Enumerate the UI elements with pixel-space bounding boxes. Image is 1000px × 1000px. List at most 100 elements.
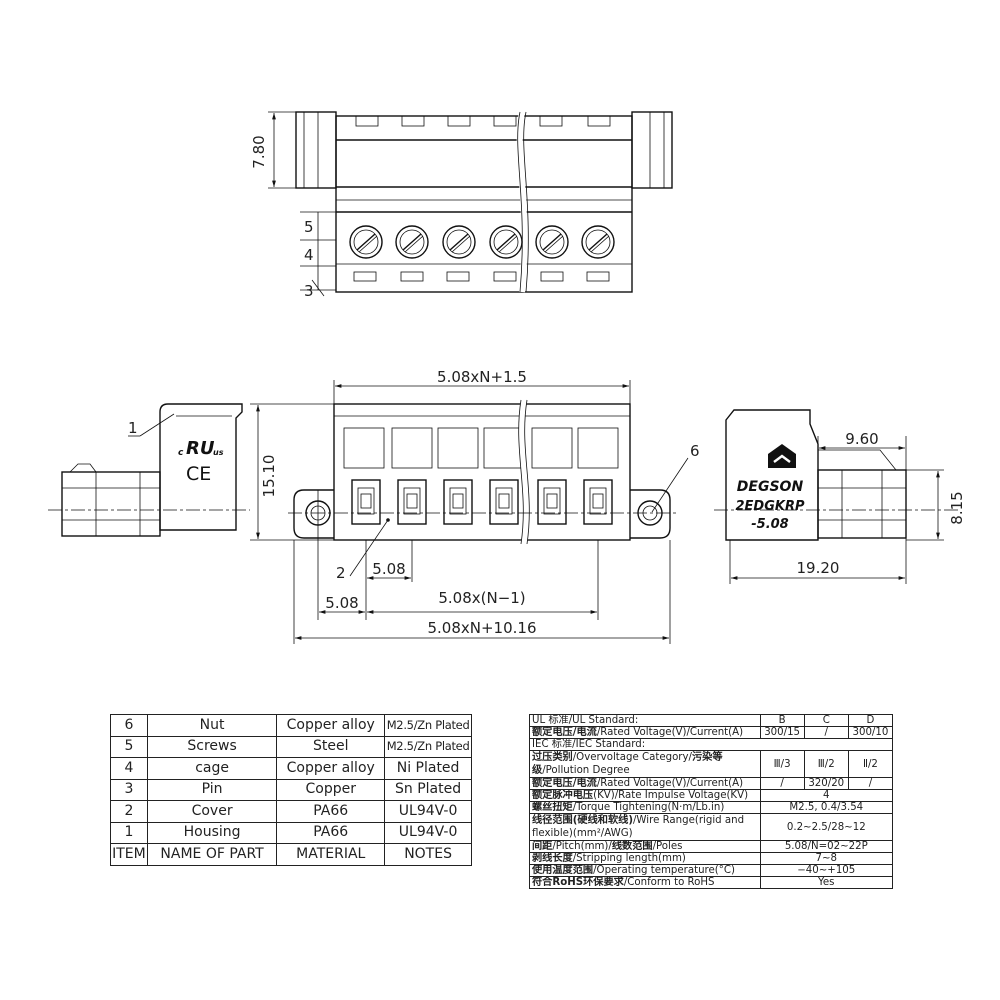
rohs-value: Yes (759, 876, 894, 889)
pitch-value: 5.08/N=02~22P (759, 840, 894, 853)
part-notes: Ni Plated (384, 757, 472, 780)
left-side-view: c RU us CE 1 (48, 403, 250, 537)
strip-label: 剥线长度/Stripping length(mm) (529, 852, 761, 865)
brand-model-line1: 2EDGKRP (736, 499, 805, 514)
dim-pitch-span: 5.08x(N−1) (438, 589, 525, 607)
strip-value: 7~8 (759, 852, 894, 865)
dim-top-height: 7.80 (250, 135, 268, 168)
cert-c-mark: c (178, 448, 184, 458)
header-notes: NOTES (384, 843, 472, 866)
callout-2: 2 (336, 564, 346, 582)
part-item: 2 (110, 800, 148, 823)
impulse-value: 4 (759, 789, 894, 802)
dim-pitch: 5.08 (372, 560, 405, 578)
iec-rated-b: / (759, 777, 805, 790)
top-view: 7.80 5 4 3 (250, 111, 673, 300)
ul-rated-label: 额定电压/电流/Rated Voltage(V)/Current(A) (529, 726, 761, 739)
torque-value: M2.5, 0.4/3.54 (759, 801, 894, 814)
brand-name: DEGSON (737, 479, 804, 495)
part-name: Housing (146, 821, 278, 844)
callout-6: 6 (690, 442, 700, 460)
callout-3: 3 (304, 282, 314, 300)
grade-c: C (803, 714, 849, 727)
temp-value: −40~+105 (759, 864, 894, 877)
iec-rated-c: 320/20 (803, 777, 849, 790)
overvoltage-d: Ⅱ/2 (847, 750, 894, 778)
temp-label: 使用温度范围/Operating temperature(°C) (529, 864, 761, 877)
right-side-view: DEGSON 2EDGKRP -5.08 9.60 8.15 19.20 (714, 409, 966, 584)
iec-rated-d: / (847, 777, 894, 790)
part-name: Screws (146, 735, 278, 758)
part-name: cage (146, 757, 278, 780)
part-item: 5 (110, 735, 148, 758)
part-material: PA66 (276, 800, 386, 823)
callout-4: 4 (304, 246, 314, 264)
front-view: 2 6 5.08xN+1.5 15.10 5.08 5.08 5.08x(N−1… (250, 368, 700, 644)
part-item: 4 (110, 757, 148, 780)
part-material: PA66 (276, 821, 386, 844)
part-notes: UL94V-0 (384, 800, 472, 823)
part-item: 6 (110, 714, 148, 737)
dim-right-height: 8.15 (948, 491, 966, 524)
part-name: Pin (146, 778, 278, 801)
cert-ul-mark: RU (186, 438, 215, 459)
part-name: Nut (146, 714, 278, 737)
ul-rated-b: 300/15 (759, 726, 805, 739)
spec-table: UL 标准/UL Standard: B C D 额定电压/电流/Rated V… (529, 714, 894, 889)
brand-model-line2: -5.08 (751, 517, 788, 532)
part-material: Copper (276, 778, 386, 801)
part-material: Copper alloy (276, 714, 386, 737)
dim-total-width-bottom: 5.08xN+10.16 (427, 619, 536, 637)
ul-rated-c: / (803, 726, 849, 739)
overvoltage-label: 过压类别/Overvoltage Category/污染等级/Pollution… (529, 750, 761, 778)
dim-side-height: 15.10 (260, 455, 278, 498)
dim-pitch-first: 5.08 (325, 594, 358, 612)
wire-slots-top (353, 271, 610, 282)
part-name: Cover (146, 800, 278, 823)
dim-total-width-top: 5.08xN+1.5 (437, 368, 527, 386)
part-notes: M2.5/Zn Plated (384, 714, 472, 737)
iec-rated-label: 额定电压/电流/Rated Voltage(V)/Current(A) (529, 777, 761, 790)
header-material: MATERIAL (276, 843, 386, 866)
wire-range-value: 0.2~2.5/28~12 (759, 813, 894, 841)
ce-mark: CE (186, 463, 211, 485)
degson-logo-icon (768, 444, 796, 468)
callout-1: 1 (128, 419, 138, 437)
overvoltage-c: Ⅲ/2 (803, 750, 849, 778)
part-notes: UL94V-0 (384, 821, 472, 844)
part-material: Copper alloy (276, 757, 386, 780)
pitch-label: 间距/Pitch(mm)/线数范围/Poles (529, 840, 761, 853)
torque-label: 螺丝扭矩/Torque Tightening(N·m/Lb.in) (529, 801, 761, 814)
header-item: ITEM (110, 843, 148, 866)
header-name: NAME OF PART (146, 843, 278, 866)
iec-standard-label: IEC 标准/IEC Standard: (529, 738, 893, 751)
part-notes: Sn Plated (384, 778, 472, 801)
screw-heads-top (349, 225, 615, 259)
grade-d: D (847, 714, 894, 727)
ul-standard-label: UL 标准/UL Standard: (529, 714, 761, 727)
rohs-label: 符合RoHS环保要求/Conform to RoHS (529, 876, 761, 889)
part-material: Steel (276, 735, 386, 758)
dim-right-depth: 19.20 (797, 559, 840, 577)
dim-right-width: 9.60 (845, 430, 878, 448)
part-notes: M2.5/Zn Plated (384, 735, 472, 758)
grade-b: B (759, 714, 805, 727)
part-item: 1 (110, 821, 148, 844)
ul-rated-d: 300/10 (847, 726, 894, 739)
cert-us-mark: us (213, 448, 224, 457)
wire-entries (351, 479, 613, 525)
overvoltage-b: Ⅲ/3 (759, 750, 805, 778)
part-item: 3 (110, 778, 148, 801)
callout-5: 5 (304, 218, 314, 236)
impulse-label: 额定脉冲电压(KV)/Rate Impulse Voltage(KV) (529, 789, 761, 802)
